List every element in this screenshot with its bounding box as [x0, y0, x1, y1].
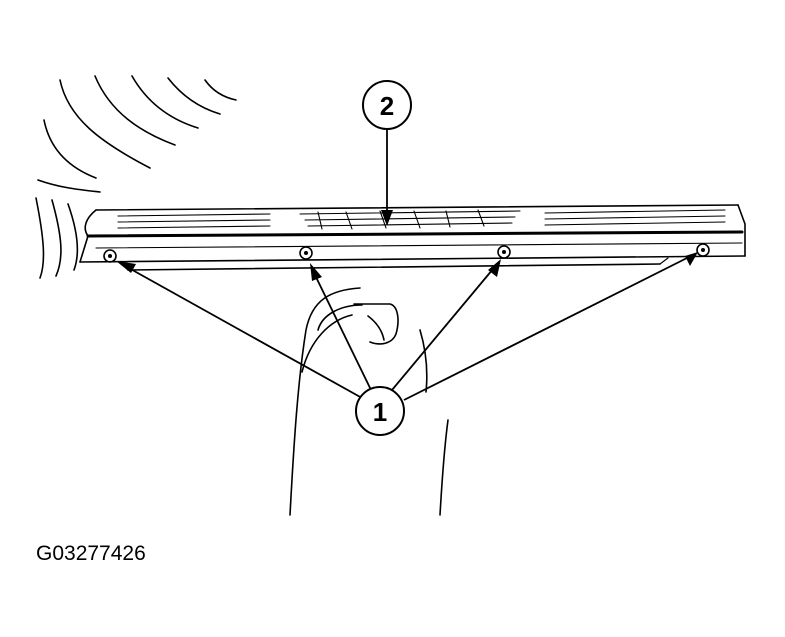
hand-outline	[289, 287, 449, 516]
callout-2: 2	[362, 80, 412, 130]
fastener-4	[696, 243, 710, 257]
callout-1-label: 1	[373, 397, 387, 427]
leader-line-callout-2	[381, 128, 393, 226]
scuff-plate	[79, 204, 746, 271]
callout-2-label: 2	[380, 91, 394, 121]
figure-id: G03277426	[36, 542, 146, 565]
embossed-logo-graphic	[117, 209, 726, 230]
fastener-3	[497, 245, 511, 259]
fastener-1	[103, 249, 117, 263]
leader-lines-callout-1	[116, 252, 698, 401]
body-contour-lines	[35, 75, 237, 279]
fastener-2	[299, 246, 313, 260]
callout-1: 1	[355, 386, 405, 436]
